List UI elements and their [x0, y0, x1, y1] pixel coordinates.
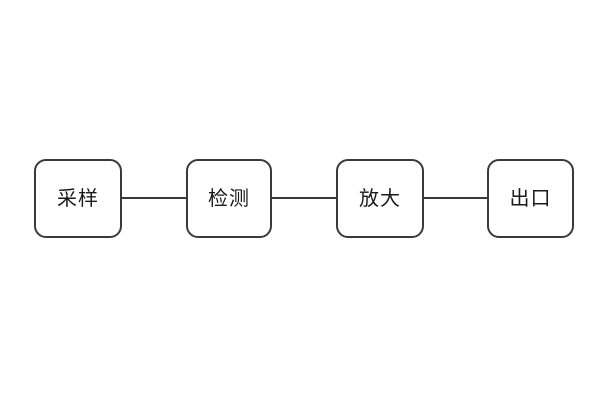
flow-node-label: 放大	[359, 187, 401, 210]
flow-node-label: 出口	[509, 187, 552, 210]
flow-node-detection: 检测	[186, 159, 272, 238]
flow-node-amplify: 放大	[336, 159, 424, 238]
flow-node-outlet: 出口	[487, 159, 574, 238]
flow-node-label: 检测	[208, 187, 250, 210]
flow-node-sampling: 采样	[34, 159, 122, 238]
flow-node-label: 采样	[57, 187, 99, 210]
connector-line-3	[422, 197, 489, 199]
connector-line-1	[120, 197, 188, 199]
connector-line-2	[270, 197, 338, 199]
